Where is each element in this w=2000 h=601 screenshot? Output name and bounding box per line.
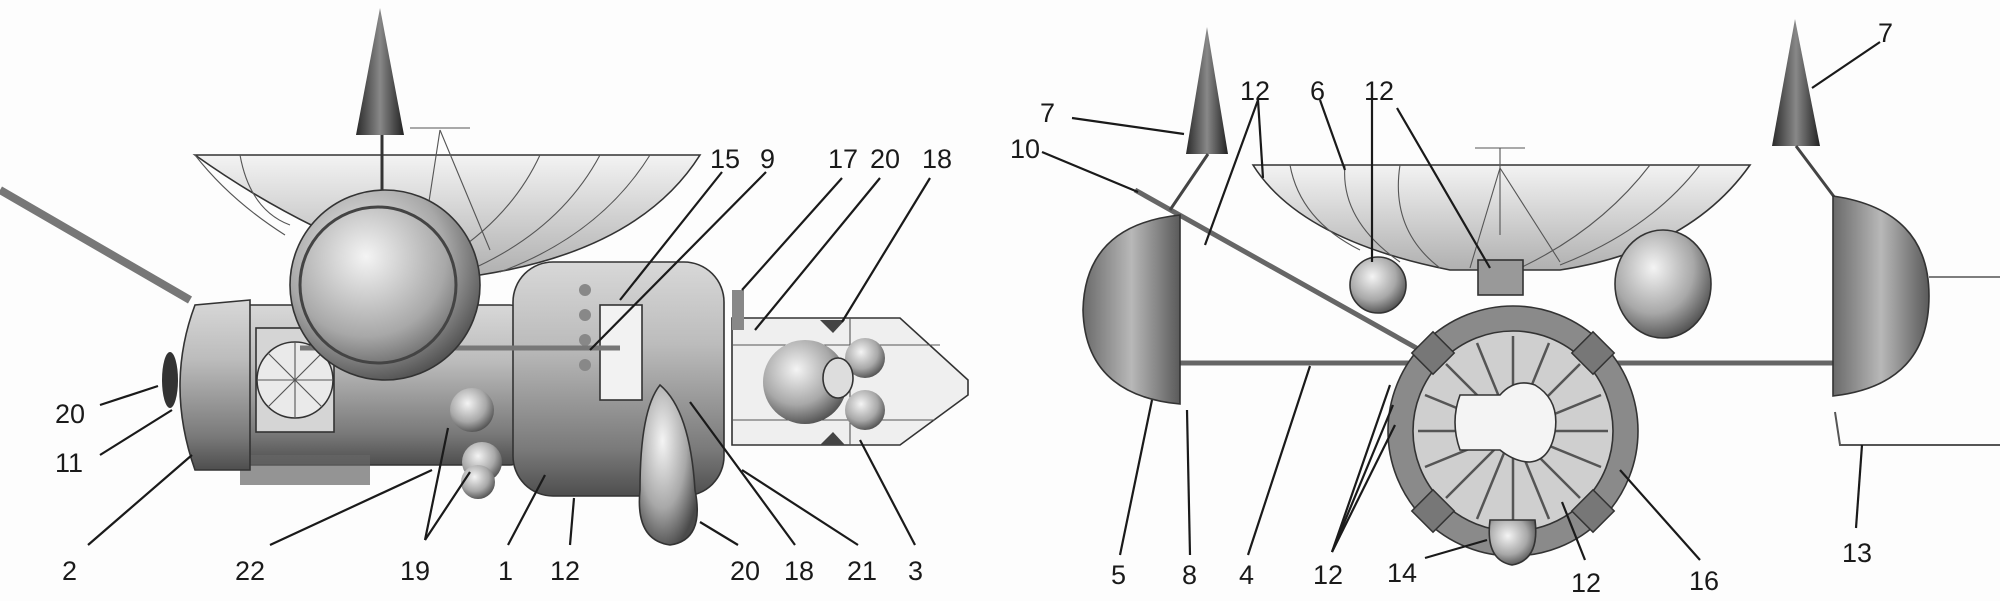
side-view-spacecraft bbox=[0, 8, 969, 546]
propellant-sphere bbox=[763, 340, 847, 424]
callout-label: 12 bbox=[1240, 76, 1270, 106]
propellant-sphere bbox=[845, 338, 885, 378]
diamond-mount bbox=[1570, 330, 1616, 376]
callout-label: 17 bbox=[828, 144, 858, 174]
right-leader-lines bbox=[1041, 41, 1881, 561]
gas-sphere bbox=[461, 465, 495, 499]
callout-label: 10 bbox=[1010, 134, 1040, 164]
diamond-mount bbox=[1410, 330, 1456, 376]
callout-label: 16 bbox=[1689, 566, 1719, 596]
callout-label: 7 bbox=[1040, 98, 1055, 128]
bottom-nozzle bbox=[1488, 519, 1537, 566]
left-callout-labels: 15 9 17 20 18 20 11 2 22 19 1 12 20 18 2… bbox=[55, 144, 952, 586]
round-antenna-disk bbox=[289, 189, 481, 381]
left-leader-lines bbox=[87, 171, 931, 546]
boom-arm bbox=[0, 186, 193, 304]
front-view-spacecraft bbox=[1082, 19, 2000, 566]
callout-label: 3 bbox=[908, 556, 923, 586]
callout-label: 13 bbox=[1842, 538, 1872, 568]
callout-label: 14 bbox=[1387, 558, 1417, 588]
keyhole-hatch bbox=[1454, 382, 1557, 463]
callout-label: 7 bbox=[1878, 18, 1893, 48]
callout-label: 22 bbox=[235, 556, 265, 586]
large-sphere bbox=[1614, 229, 1712, 339]
end-cap bbox=[179, 299, 251, 471]
helical-antenna-cone bbox=[1186, 27, 1228, 154]
right-callout-labels: 7 10 12 6 12 7 5 8 4 12 14 12 16 13 bbox=[1010, 18, 1893, 598]
callout-label: 18 bbox=[922, 144, 952, 174]
callout-label: 5 bbox=[1111, 560, 1126, 590]
diagonal-boom bbox=[1133, 187, 1422, 353]
callout-label: 2 bbox=[62, 556, 77, 586]
gas-sphere bbox=[450, 388, 494, 432]
small-sphere bbox=[1349, 256, 1407, 314]
callout-label: 20 bbox=[55, 399, 85, 429]
bottom-tank bbox=[638, 383, 699, 546]
callout-label: 15 bbox=[710, 144, 740, 174]
callout-label: 18 bbox=[784, 556, 814, 586]
callout-label: 4 bbox=[1239, 560, 1254, 590]
diamond-mount bbox=[1570, 488, 1616, 534]
helical-antenna-cone bbox=[356, 8, 404, 135]
callout-label: 19 bbox=[400, 556, 430, 586]
callout-label: 12 bbox=[1364, 76, 1394, 106]
right-hemisphere-tank bbox=[1832, 195, 1930, 397]
diamond-mount bbox=[1410, 488, 1456, 534]
callout-label: 1 bbox=[498, 556, 513, 586]
callout-label: 8 bbox=[1182, 560, 1197, 590]
callout-label: 20 bbox=[870, 144, 900, 174]
callout-label: 6 bbox=[1310, 76, 1325, 106]
callout-label: 21 bbox=[847, 556, 877, 586]
callout-label: 20 bbox=[730, 556, 760, 586]
left-hemisphere-tank bbox=[1082, 214, 1181, 405]
helical-antenna-cone bbox=[1772, 19, 1820, 146]
callout-label: 9 bbox=[760, 144, 775, 174]
callout-label: 12 bbox=[1571, 568, 1601, 598]
callout-label: 11 bbox=[55, 448, 83, 478]
propellant-sphere bbox=[845, 390, 885, 430]
callout-label: 12 bbox=[550, 556, 580, 586]
callout-label: 12 bbox=[1313, 560, 1343, 590]
